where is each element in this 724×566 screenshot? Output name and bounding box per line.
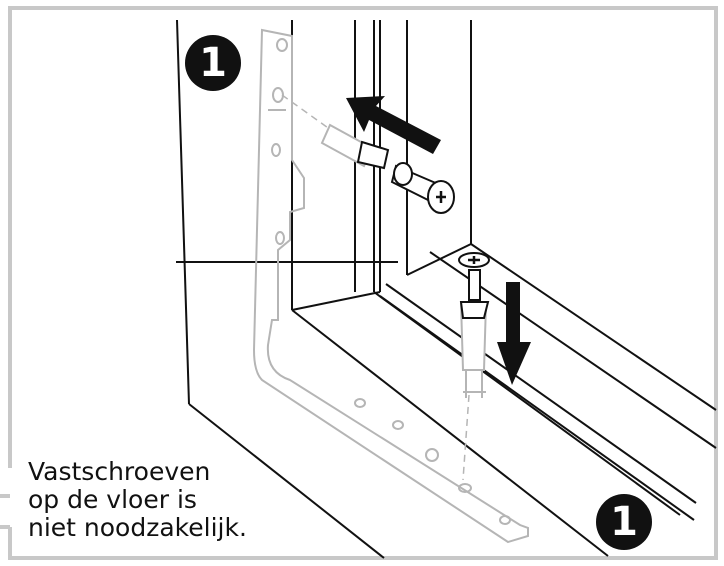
screw-icon — [458, 252, 490, 398]
arrow-icon — [497, 282, 531, 385]
note-line: niet noodzakelijk. — [28, 513, 247, 542]
step-number-badge: 1 — [185, 35, 241, 91]
note-line: op de vloer is — [28, 485, 197, 514]
instruction-note: Vastschroeven op de vloer is niet noodza… — [22, 458, 253, 546]
screw-icon — [356, 140, 455, 214]
note-line: Vastschroeven — [28, 457, 211, 486]
bracket-icon — [252, 28, 529, 544]
arrow-icon — [346, 96, 441, 154]
cabinet-structure — [176, 19, 717, 559]
step-number-badge: 1 — [596, 494, 652, 550]
outer-frame — [0, 6, 718, 560]
